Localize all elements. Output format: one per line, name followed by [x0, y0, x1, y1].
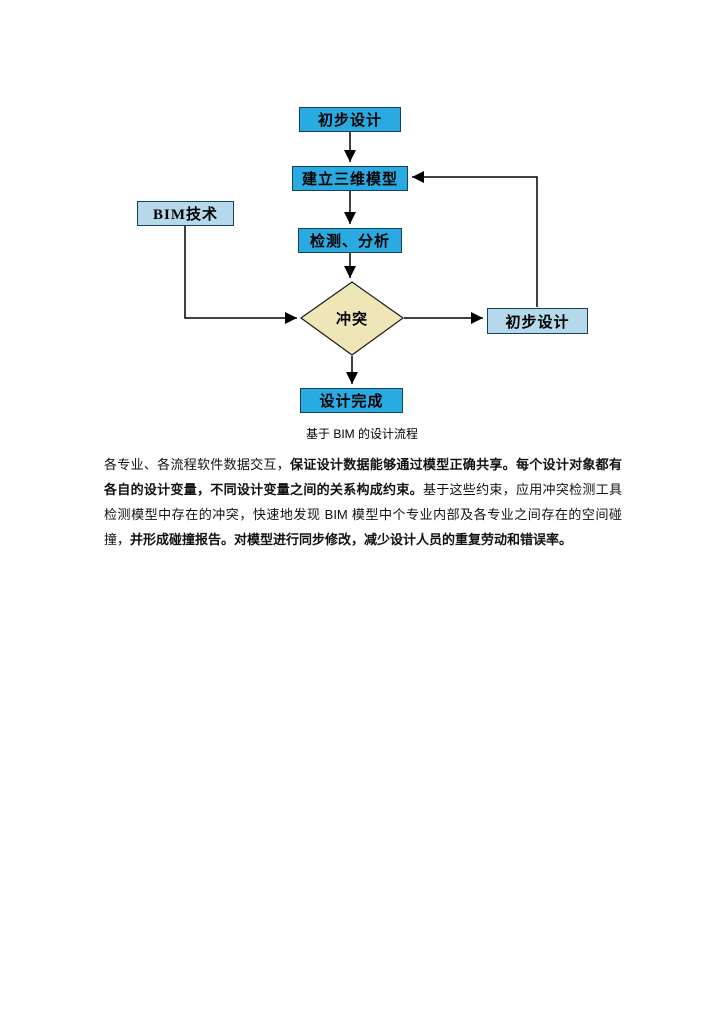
paragraph-segment: 基于这些约束，应用冲突检测工具检测模型中存在的冲突，快速地发现 BIM 模型中个…: [104, 482, 622, 547]
conflict-label: 冲突: [335, 311, 368, 328]
paragraph-segment: 各专业、各流程软件数据交互，: [104, 457, 291, 472]
node-preliminary-design-right: 初步设计: [487, 308, 588, 334]
paragraph-segment: 并形成碰撞报告。: [130, 532, 235, 547]
node-build-3d-model: 建立三维模型: [292, 166, 408, 191]
paragraph-segment: 对模型进行同步修改，减少设计人员的重复劳动和错误率。: [234, 532, 573, 547]
paragraph-segment: 每个设计对象都有各自的设计变量，不同设计变量之间的关系构成约束。: [104, 457, 622, 497]
paragraph-segment: 保证设计数据能够通过模型正确共享。: [290, 457, 516, 472]
body-paragraph: 各专业、各流程软件数据交互，保证设计数据能够通过模型正确共享。每个设计对象都有各…: [104, 452, 622, 552]
arrow-preliminary-loop-to-model: [412, 171, 538, 307]
arrow-bim-to-conflict: [184, 226, 297, 324]
node-detect-analyze: 检测、分析: [298, 228, 402, 253]
node-preliminary-design-top: 初步设计: [299, 107, 401, 132]
conflict-diamond: [299, 281, 405, 356]
node-bim-technology: BIM技术: [137, 201, 234, 226]
node-design-complete: 设计完成: [300, 388, 403, 413]
figure-caption: 基于 BIM 的设计流程: [305, 427, 418, 441]
